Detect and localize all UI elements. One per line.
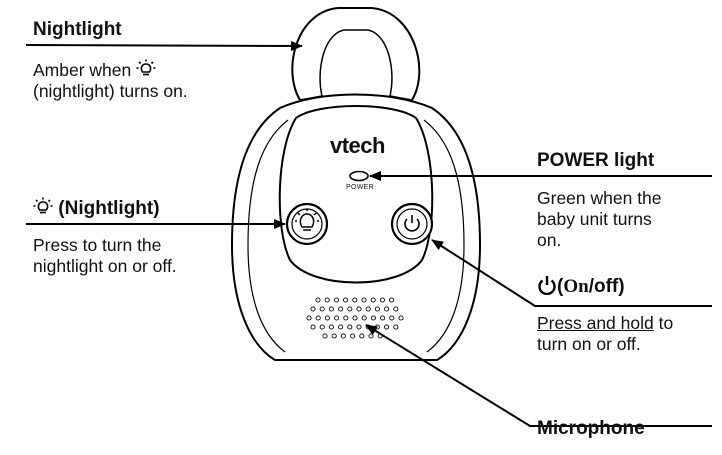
microphone-hole (356, 324, 362, 330)
power-led (349, 170, 369, 182)
microphone-hole (306, 315, 312, 321)
nightlight-button[interactable] (285, 202, 329, 246)
nightlight-title: Nightlight (33, 19, 122, 40)
microphone-hole (319, 324, 325, 330)
power-light-title: POWER light (537, 150, 655, 171)
microphone-hole (333, 297, 339, 303)
microphone-hole (350, 333, 356, 339)
microphone-hole (352, 297, 358, 303)
nightlight-button-desc-line1: Press to turn the (33, 235, 162, 255)
onoff-desc-underlined: Press and hold (537, 313, 654, 333)
microphone-hole (370, 297, 376, 303)
microphone-hole (374, 306, 380, 312)
microphone-hole (359, 333, 365, 339)
microphone-hole (315, 297, 321, 303)
microphone-hole (315, 315, 321, 321)
microphone-hole (393, 306, 399, 312)
microphone-hole (347, 324, 353, 330)
microphone-hole (310, 306, 316, 312)
microphone-hole (389, 315, 395, 321)
nightlight-desc: Amber when (nightlight) turns on. (33, 59, 188, 102)
microphone-hole (374, 324, 380, 330)
onoff-desc-line1-rest: to (653, 313, 674, 333)
nightlight-desc-line2: (nightlight) turns on. (33, 81, 188, 101)
microphone-hole (361, 297, 367, 303)
microphone-hole (338, 306, 344, 312)
power-button-icon (404, 215, 420, 232)
microphone-hole (343, 297, 349, 303)
microphone-hole (343, 315, 349, 321)
microphone-hole (347, 306, 353, 312)
microphone-hole (352, 315, 358, 321)
nightlight-sun-icon (136, 59, 156, 76)
power-light-desc: Green when the baby unit turns on. (537, 188, 662, 251)
microphone-hole (398, 315, 404, 321)
microphone-hole (384, 306, 390, 312)
nightlight-handle (291, 7, 421, 101)
nightlight-button-title-text: (Nightlight) (58, 198, 160, 219)
microphone-hole (322, 333, 328, 339)
microphone-hole (334, 315, 340, 321)
microphone-hole (324, 297, 330, 303)
power-button[interactable] (390, 202, 434, 246)
microphone-hole (370, 315, 376, 321)
nightlight-button-title: (Nightlight) (33, 197, 160, 220)
microphone-hole (393, 324, 399, 330)
nightlight-button-desc: Press to turn the nightlight on or off. (33, 235, 177, 277)
onoff-title-rest: /off) (588, 276, 625, 297)
nightlight-desc-line1: Amber when (33, 60, 132, 80)
onoff-title-paren: ( (557, 276, 564, 297)
microphone-hole (328, 324, 334, 330)
leader-microphone (365, 324, 712, 427)
microphone-hole (361, 315, 367, 321)
brand-logo: vtech (330, 133, 385, 158)
onoff-desc: Press and hold to turn on or off. (537, 313, 673, 355)
power-icon (538, 276, 556, 295)
power-led-caption: POWER (346, 184, 374, 191)
power-light-desc-line3: on. (537, 230, 562, 250)
microphone-hole (368, 333, 374, 339)
microphone-hole (380, 315, 386, 321)
microphone-title: Microphone (537, 418, 645, 439)
power-light-desc-line2: baby unit turns (537, 209, 652, 229)
microphone-hole (310, 324, 316, 330)
nightlight-sun-icon (33, 197, 53, 214)
power-light-desc-line1: Green when the (537, 188, 662, 208)
microphone-hole (379, 297, 385, 303)
microphone-hole (328, 306, 334, 312)
microphone-hole (324, 315, 330, 321)
microphone-hole (340, 333, 346, 339)
leader-nightlight-top (25, 40, 303, 51)
onoff-title-on: On (563, 276, 589, 297)
microphone-hole (319, 306, 325, 312)
onoff-title: (On/off) (537, 275, 625, 298)
microphone-hole (331, 333, 337, 339)
microphone-hole (338, 324, 344, 330)
microphone-hole (384, 324, 390, 330)
microphone-hole (365, 306, 371, 312)
nightlight-button-desc-line2: nightlight on or off. (33, 256, 177, 276)
nightlight-button-icon (295, 209, 319, 231)
onoff-desc-line2: turn on or off. (537, 334, 641, 354)
microphone-hole (356, 306, 362, 312)
microphone-hole (389, 297, 395, 303)
leader-onoff (431, 239, 712, 307)
